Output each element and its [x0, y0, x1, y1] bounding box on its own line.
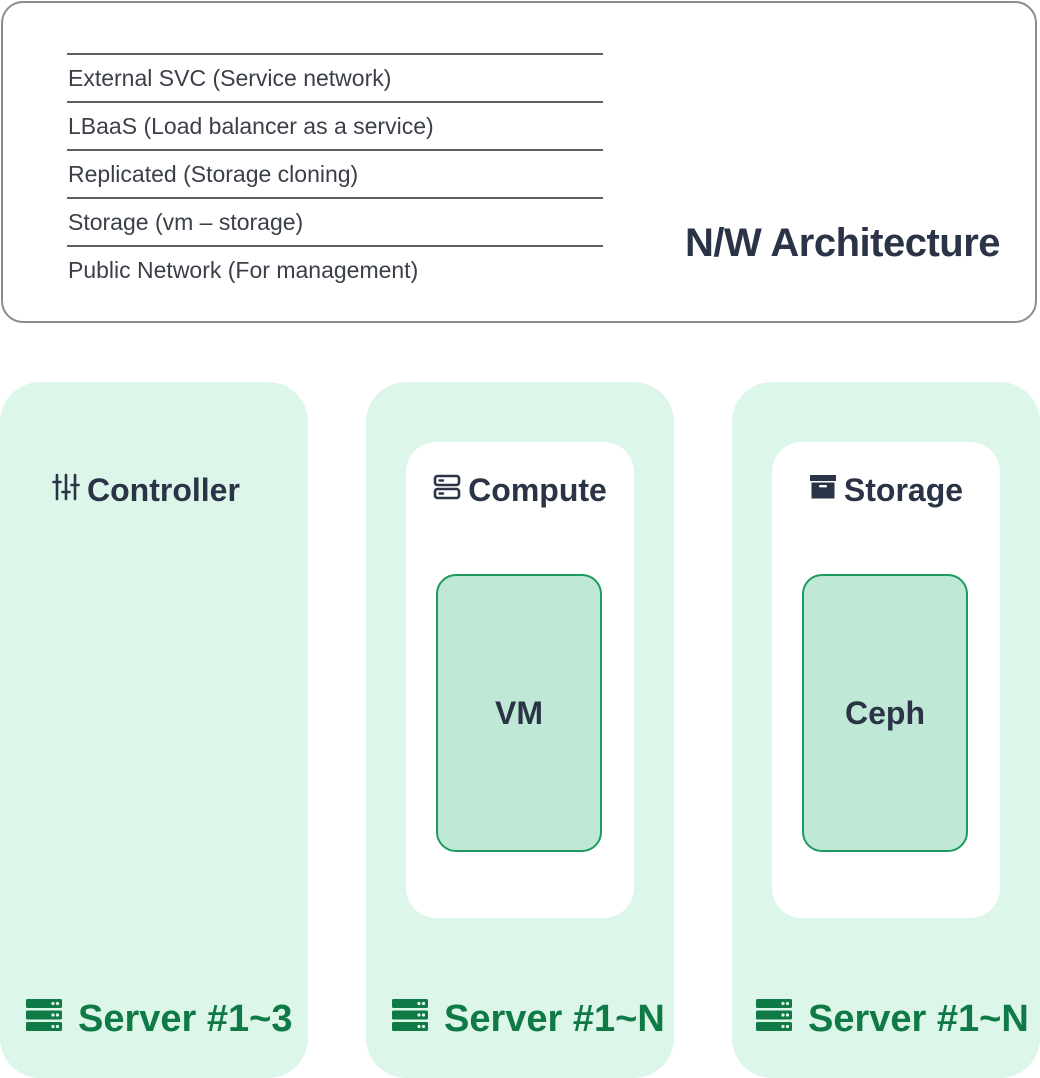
- vm-box: VM: [436, 574, 602, 852]
- compute-header: Compute: [406, 472, 634, 509]
- server-text: Server #1~N: [808, 998, 1029, 1040]
- network-architecture-box: External SVC (Service network) LBaaS (Lo…: [1, 1, 1037, 323]
- archive-box-icon: [809, 472, 837, 509]
- column-title: Controller: [87, 472, 240, 508]
- server-label: Server #1~3: [26, 998, 292, 1041]
- server-stack-icon: [26, 998, 62, 1041]
- storage-column: Storage Ceph Server #1~N: [732, 382, 1040, 1078]
- storage-header: Storage: [772, 472, 1000, 509]
- server-text: Server #1~3: [78, 998, 293, 1040]
- server-text: Server #1~N: [444, 998, 665, 1040]
- server-stack-icon: [392, 998, 428, 1041]
- storage-panel: Storage Ceph: [772, 442, 1000, 918]
- sliders-icon: [52, 472, 80, 509]
- network-item: Public Network (For management): [67, 245, 603, 293]
- controller-header: Controller: [52, 472, 240, 509]
- network-item: LBaaS (Load balancer as a service): [67, 101, 603, 149]
- network-item: Storage (vm – storage): [67, 197, 603, 245]
- server-label: Server #1~N: [756, 998, 1029, 1041]
- network-item: External SVC (Service network): [67, 53, 603, 101]
- ceph-box: Ceph: [802, 574, 968, 852]
- column-title: Storage: [843, 472, 964, 508]
- compute-column: Compute VM Server #1~N: [366, 382, 674, 1078]
- network-title: N/W Architecture: [685, 221, 1001, 265]
- network-item: Replicated (Storage cloning): [67, 149, 603, 197]
- network-list: External SVC (Service network) LBaaS (Lo…: [67, 53, 603, 293]
- compute-panel: Compute VM: [406, 442, 634, 918]
- column-title: Compute: [468, 472, 607, 508]
- server-icon: [433, 472, 461, 509]
- server-label: Server #1~N: [392, 998, 665, 1041]
- server-stack-icon: [756, 998, 792, 1041]
- controller-column: Controller Server #1~3: [0, 382, 308, 1078]
